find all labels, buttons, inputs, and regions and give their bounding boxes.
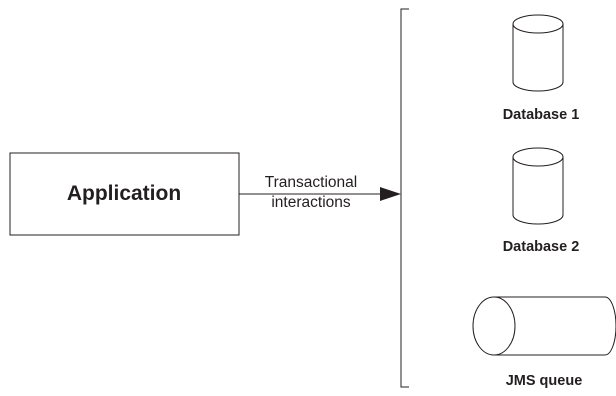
database-2-node: Database 2	[503, 147, 580, 255]
application-box	[9, 152, 240, 236]
database-1-cylinder-top	[512, 14, 564, 34]
arrow-label-line2: interactions	[271, 194, 351, 211]
application-label: Application	[67, 182, 181, 205]
database-1-cylinder-body	[512, 24, 564, 92]
database-2-cylinder-top	[512, 147, 564, 167]
jms-queue-cylinder-end	[472, 296, 516, 356]
database-2-label: Database 2	[503, 239, 580, 255]
jms-queue-node: JMS queue	[472, 296, 616, 389]
application-node: Application	[9, 152, 240, 236]
arrowhead	[380, 187, 401, 201]
arrow-label-line1: Transactional	[265, 174, 357, 191]
database-1-label: Database 1	[503, 107, 580, 123]
resource-bracket	[400, 8, 409, 388]
database-1-node: Database 1	[503, 14, 580, 123]
jms-queue-label: JMS queue	[506, 373, 583, 389]
transaction-arrow: Transactional interactions	[239, 174, 401, 211]
database-2-cylinder-body	[512, 157, 564, 225]
